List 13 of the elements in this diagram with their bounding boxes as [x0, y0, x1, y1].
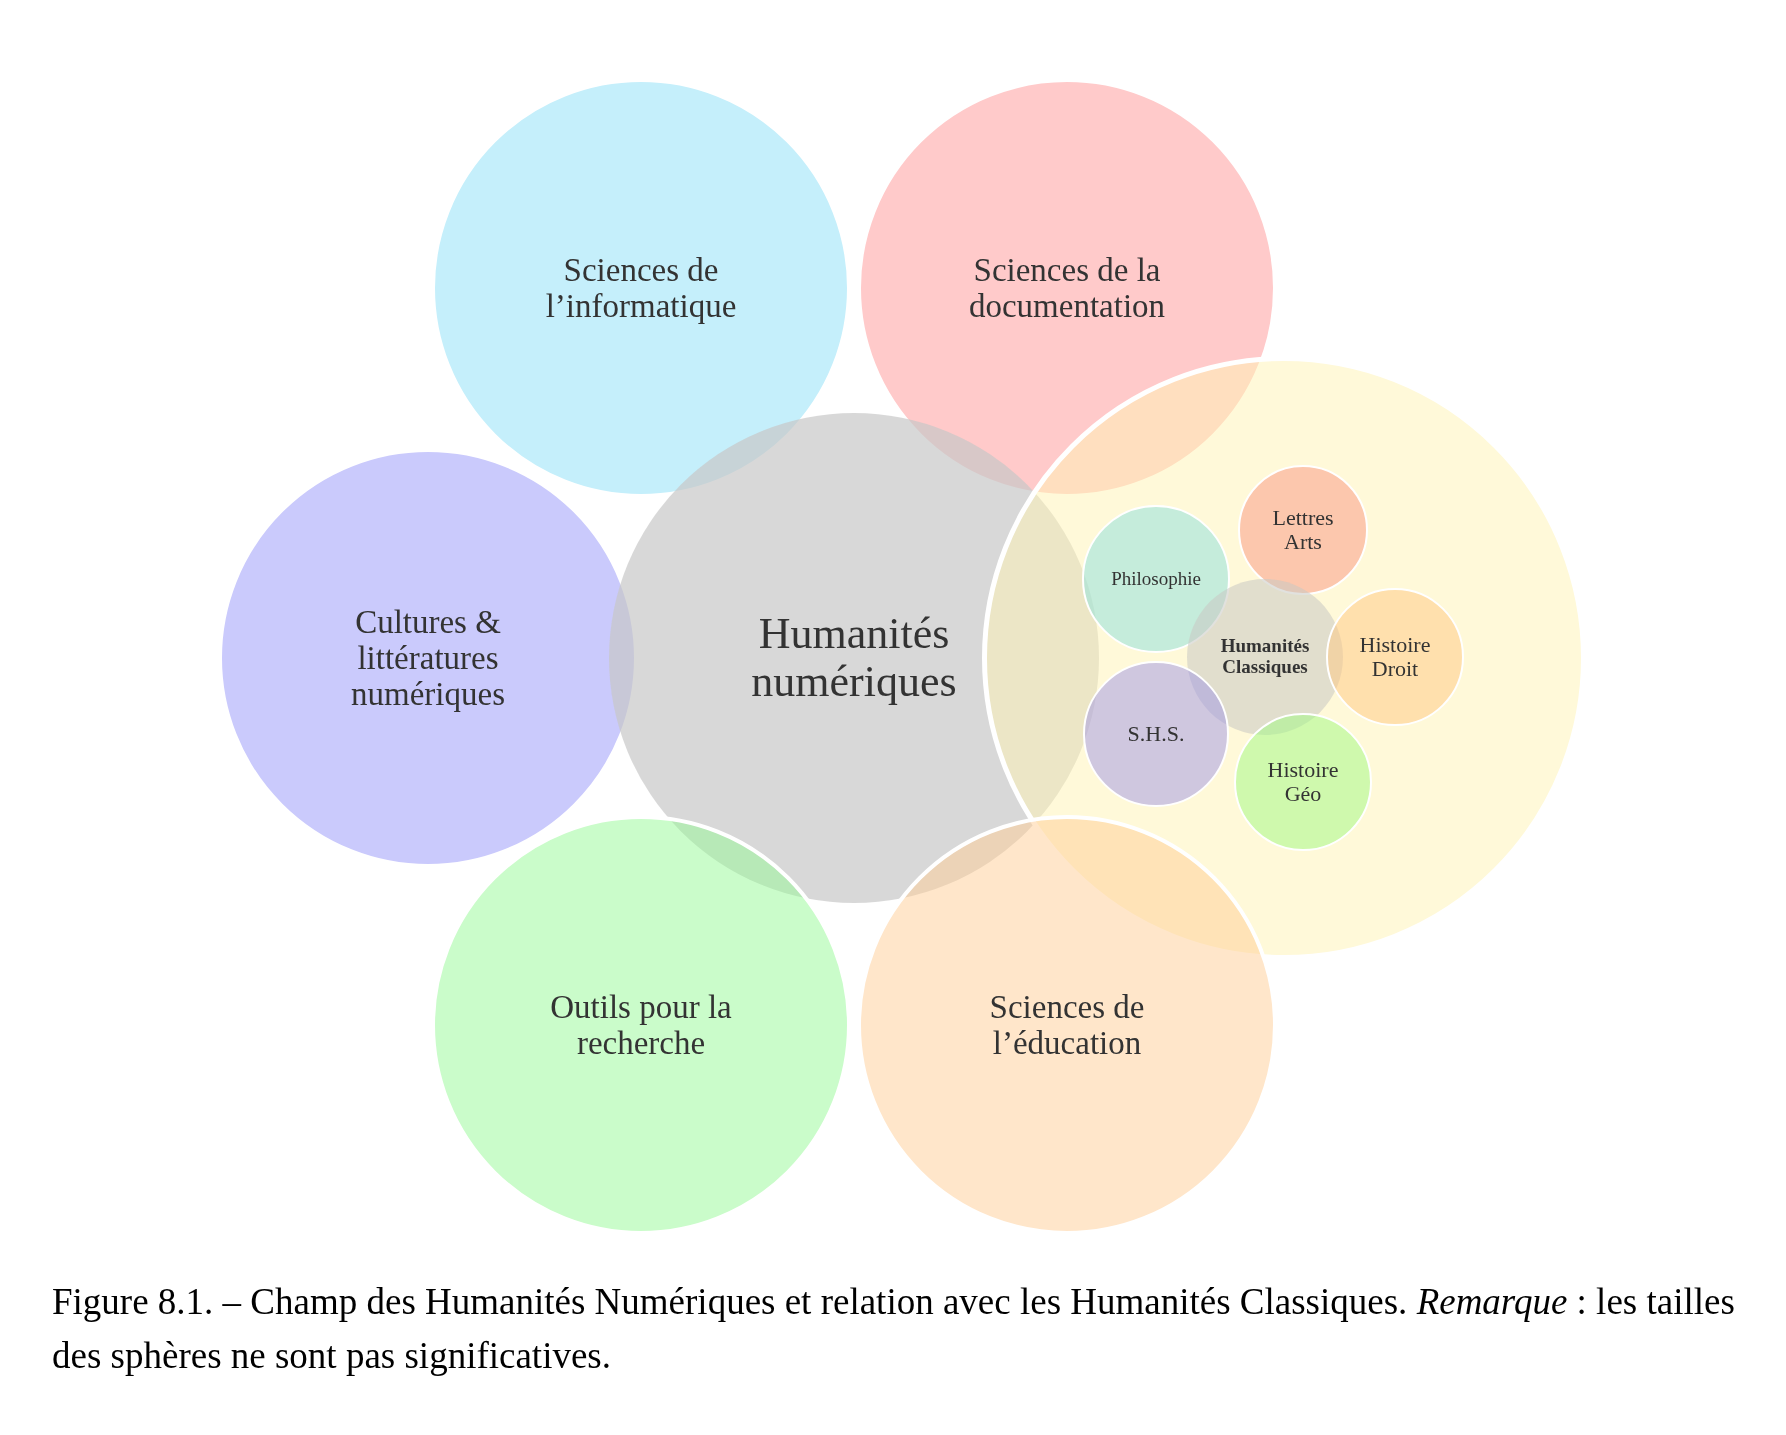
topic-label: S.H.S. — [1126, 721, 1186, 747]
topic-label: Sciences de la documentation — [967, 251, 1167, 325]
topic-label: Cultures & littératures numériques — [350, 603, 506, 713]
topic-label: Lettres Arts — [1271, 505, 1335, 555]
topic-label: Sciences de l’informatique — [544, 251, 738, 325]
topic-label: Outils pour la recherche — [549, 988, 733, 1062]
topic-label: Humanités numériques — [750, 609, 958, 707]
topic-label: Histoire Géo — [1266, 757, 1340, 807]
topic-label: Philosophie — [1110, 568, 1202, 590]
topic-label: Sciences de l’éducation — [988, 988, 1146, 1062]
figure-caption: Figure 8.1. – Champ des Humanités Numériques et relation avec les Humanités Classiques. Remarque : les tailles des sphères ne sont pas significatives. — [52, 1280, 1736, 1378]
topic-label: Humanités Classiques — [1219, 636, 1311, 678]
topic-label: Histoire Droit — [1358, 632, 1432, 682]
